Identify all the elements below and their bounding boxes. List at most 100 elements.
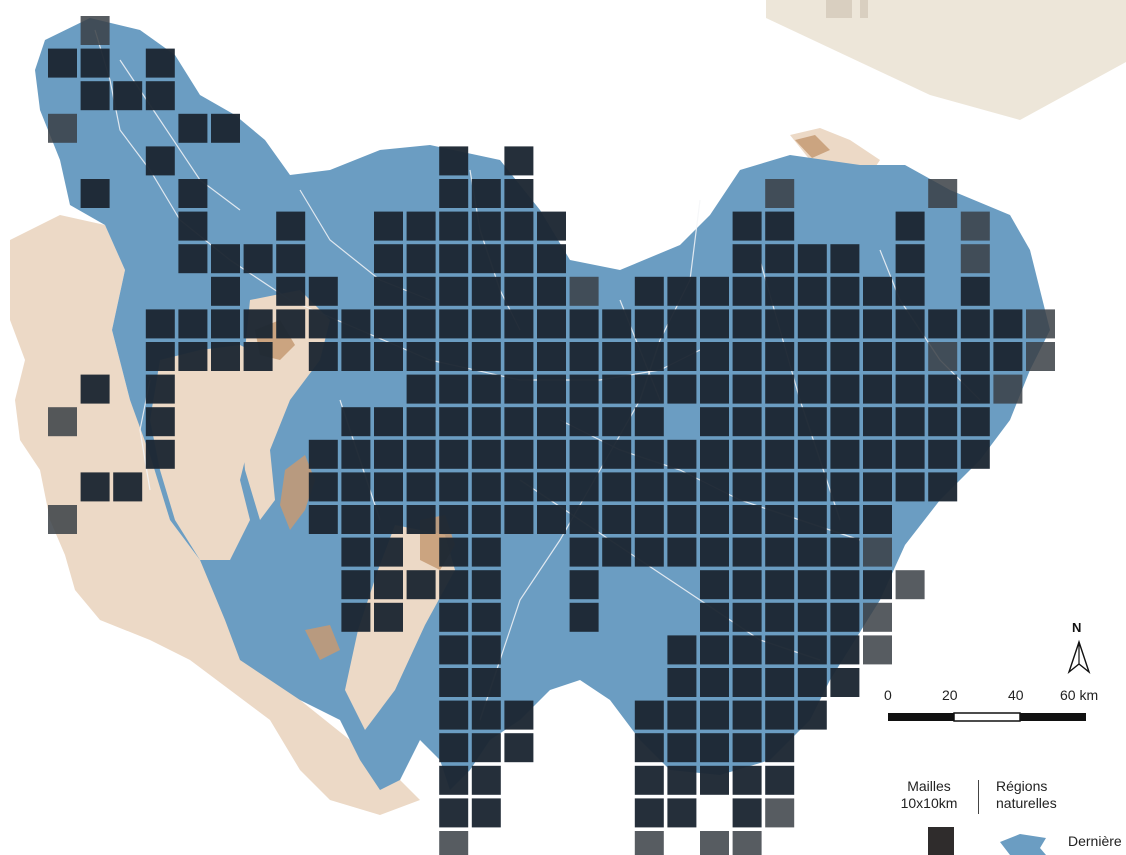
mesh-cell bbox=[439, 765, 469, 795]
mesh-cell bbox=[602, 472, 632, 502]
mesh-cell bbox=[504, 407, 534, 437]
mesh-cell bbox=[178, 179, 208, 208]
mesh-cell bbox=[537, 505, 566, 534]
mesh-cell bbox=[634, 537, 664, 567]
mesh-cell bbox=[537, 374, 566, 404]
mesh-cell bbox=[504, 146, 534, 176]
banner-glyph bbox=[860, 0, 868, 18]
mesh-cell bbox=[569, 537, 599, 567]
mesh-cell bbox=[895, 276, 925, 306]
mesh-cell bbox=[406, 276, 436, 306]
mesh-cell bbox=[732, 505, 762, 534]
mesh-cell bbox=[863, 439, 892, 469]
mesh-cell bbox=[374, 505, 403, 534]
mesh-cell bbox=[602, 407, 632, 437]
mesh-cell bbox=[504, 342, 534, 371]
mesh-cell bbox=[797, 668, 827, 697]
mesh-cell bbox=[178, 113, 208, 143]
mesh-cell bbox=[406, 505, 436, 534]
mesh-cell bbox=[634, 798, 664, 828]
mesh-cell bbox=[439, 407, 469, 437]
mesh-cell bbox=[830, 668, 860, 697]
mesh-cell bbox=[765, 179, 795, 208]
mesh-cell bbox=[797, 439, 827, 469]
mesh-cell bbox=[374, 309, 403, 339]
mesh-cell bbox=[211, 309, 240, 339]
mesh-cell bbox=[211, 342, 240, 371]
mesh-cell bbox=[569, 505, 599, 534]
mesh-cell bbox=[732, 635, 762, 665]
scale-tick-label: 40 bbox=[1008, 687, 1024, 703]
mesh-cell bbox=[308, 472, 338, 502]
mesh-cell bbox=[439, 342, 469, 371]
legend-mailles-line2: 10x10km bbox=[900, 795, 958, 811]
mesh-cell bbox=[308, 342, 338, 371]
mesh-cell bbox=[341, 570, 371, 600]
mesh-cell bbox=[341, 472, 371, 502]
mesh-cell bbox=[732, 276, 762, 306]
mesh-cell bbox=[374, 472, 403, 502]
legend-mailles-line1: Mailles bbox=[907, 778, 951, 794]
mesh-cell bbox=[439, 472, 469, 502]
mesh-cell bbox=[765, 765, 795, 795]
mesh-cell bbox=[667, 635, 697, 665]
mesh-cell bbox=[960, 342, 990, 371]
mesh-cell bbox=[830, 570, 860, 600]
mesh-cell bbox=[537, 276, 566, 306]
mesh-cell bbox=[569, 570, 599, 600]
mesh-cell bbox=[374, 211, 403, 241]
mesh-cell bbox=[765, 276, 795, 306]
mesh-cell bbox=[732, 472, 762, 502]
mesh-cell bbox=[602, 309, 632, 339]
mesh-cell bbox=[928, 309, 958, 339]
mesh-cell bbox=[765, 439, 795, 469]
mesh-cell bbox=[863, 407, 892, 437]
mesh-cell bbox=[569, 374, 599, 404]
mesh-cell bbox=[700, 635, 729, 665]
mesh-cell bbox=[830, 439, 860, 469]
mesh-cell bbox=[895, 570, 925, 600]
legend-swatch-maille bbox=[928, 827, 954, 855]
mesh-cell bbox=[537, 342, 566, 371]
mesh-cell bbox=[634, 439, 664, 469]
mesh-cell bbox=[439, 733, 469, 763]
mesh-cell bbox=[471, 798, 501, 828]
mesh-cell bbox=[928, 342, 958, 371]
mesh-cell bbox=[178, 244, 208, 274]
mesh-cell bbox=[700, 831, 729, 855]
mesh-cell bbox=[700, 407, 729, 437]
mesh-cell bbox=[732, 439, 762, 469]
mesh-cell bbox=[895, 309, 925, 339]
legend-last-label: Dernière bbox=[1068, 833, 1122, 849]
mesh-cell bbox=[667, 439, 697, 469]
mesh-cell bbox=[895, 407, 925, 437]
mesh-cell bbox=[374, 602, 403, 632]
mesh-cell bbox=[700, 276, 729, 306]
mesh-cell bbox=[928, 179, 958, 208]
legend-regions: Régions naturelles bbox=[990, 778, 1092, 812]
mesh-cell bbox=[471, 342, 501, 371]
mesh-cell bbox=[504, 439, 534, 469]
mesh-cell bbox=[211, 244, 240, 274]
mesh-cell bbox=[634, 342, 664, 371]
mesh-cell bbox=[700, 439, 729, 469]
mesh-cell bbox=[48, 505, 77, 534]
mesh-cell bbox=[928, 472, 958, 502]
mesh-cell bbox=[145, 342, 175, 371]
mesh-cell bbox=[471, 439, 501, 469]
mesh-cell bbox=[471, 765, 501, 795]
mesh-cell bbox=[471, 407, 501, 437]
mesh-cell bbox=[667, 374, 697, 404]
mesh-cell bbox=[80, 374, 110, 404]
mesh-cell bbox=[80, 472, 110, 502]
mesh-cell bbox=[797, 700, 827, 730]
scale-segment-2 bbox=[953, 712, 1021, 722]
legend-mailles: Mailles 10x10km bbox=[888, 778, 970, 812]
mesh-cell bbox=[700, 472, 729, 502]
mesh-cell bbox=[830, 602, 860, 632]
mesh-cell bbox=[797, 407, 827, 437]
mesh-cell bbox=[960, 374, 990, 404]
mesh-cell bbox=[732, 602, 762, 632]
mesh-cell bbox=[243, 309, 273, 339]
